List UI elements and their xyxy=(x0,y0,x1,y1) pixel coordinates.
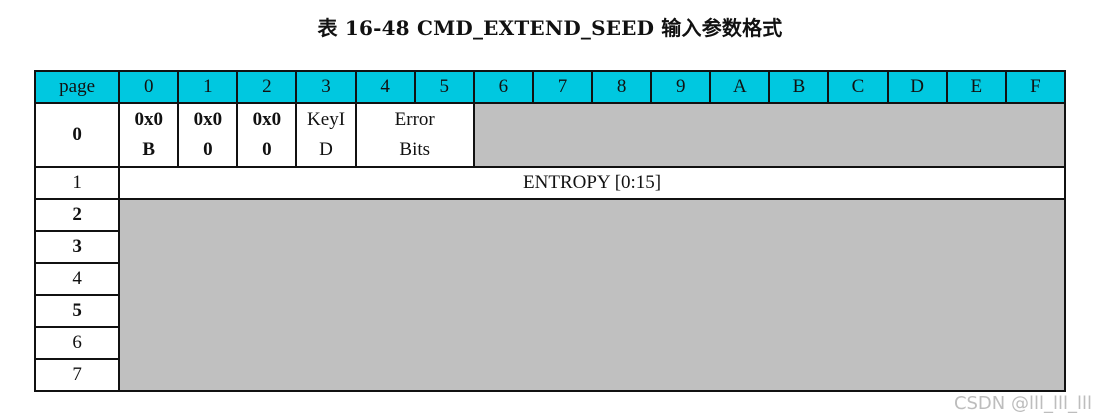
header-row: page 0 1 2 3 4 5 6 7 8 9 A B C D E F xyxy=(33,70,1067,104)
header-col-6: 6 xyxy=(472,70,534,104)
page-label: 7 xyxy=(33,358,121,392)
byte-1-line2: 0 xyxy=(203,139,213,160)
header-col-b: B xyxy=(768,70,830,104)
header-col-8: 8 xyxy=(591,70,653,104)
table-row-page-1: 1 ENTROPY [0:15] xyxy=(33,166,1066,200)
entropy-field: ENTROPY [0:15] xyxy=(118,166,1066,200)
reserved-area xyxy=(118,198,1066,392)
table-caption: 表 16-48 CMD_EXTEND_SEED 输入参数格式 xyxy=(317,16,783,40)
byte-0-line1: 0x0 xyxy=(134,109,163,130)
header-col-d: D xyxy=(886,70,948,104)
table-row-page-5: 5 xyxy=(33,294,1065,328)
page-label: 6 xyxy=(33,326,121,360)
byte-2-line2: 0 xyxy=(262,139,272,160)
byte-1-line1: 0x0 xyxy=(193,109,223,130)
page-label: 4 xyxy=(33,262,121,296)
header-col-1: 1 xyxy=(177,70,239,104)
key-id-cell: KeyI D xyxy=(295,102,357,168)
header-col-e: E xyxy=(945,70,1007,104)
key-id-line2: D xyxy=(319,139,333,160)
header-col-2: 2 xyxy=(236,70,298,104)
reserved-area xyxy=(472,102,1067,168)
header-col-3: 3 xyxy=(295,70,357,104)
header-corner-page: page xyxy=(33,70,121,104)
page-label: 0 xyxy=(33,102,121,168)
page-label: 1 xyxy=(33,166,121,200)
table-row-page-6: 6 xyxy=(33,326,1065,360)
page-label: 5 xyxy=(33,294,121,328)
header-col-f: F xyxy=(1004,70,1067,104)
byte-2-line1: 0x0 xyxy=(252,109,282,130)
table-row-page-2: 2 xyxy=(33,198,1066,392)
header-col-4: 4 xyxy=(354,70,416,104)
command-format-table: page 0 1 2 3 4 5 6 7 8 9 A B C D E F 0 0… xyxy=(33,70,1067,392)
table-row-page-4: 4 xyxy=(33,262,1065,296)
watermark: CSDN @lll_lll_lll xyxy=(953,393,1092,414)
table-row-page-7: 7 xyxy=(33,358,1065,392)
header-col-a: A xyxy=(709,70,771,104)
byte-1-cell: 0x0 0 xyxy=(177,102,239,168)
table-row-page-3: 3 xyxy=(33,230,1065,264)
header-col-7: 7 xyxy=(531,70,594,104)
header-col-c: C xyxy=(827,70,889,104)
error-bits-line1: Error xyxy=(394,109,435,130)
byte-0-cell: 0x0 B xyxy=(118,102,180,168)
error-bits-line2: Bits xyxy=(399,139,431,160)
header-col-9: 9 xyxy=(650,70,712,104)
byte-0-line2: B xyxy=(142,139,156,160)
error-bits-cell: Error Bits xyxy=(354,102,475,168)
header-col-5: 5 xyxy=(413,70,475,104)
page-label: 3 xyxy=(33,230,121,264)
page-label: 2 xyxy=(33,198,121,232)
byte-2-cell: 0x0 0 xyxy=(236,102,298,168)
table-row-page-0: 0 0x0 B 0x0 0 0x0 0 KeyI D Error Bits xyxy=(33,102,1067,168)
key-id-line1: KeyI xyxy=(307,109,346,130)
header-col-0: 0 xyxy=(118,70,180,104)
